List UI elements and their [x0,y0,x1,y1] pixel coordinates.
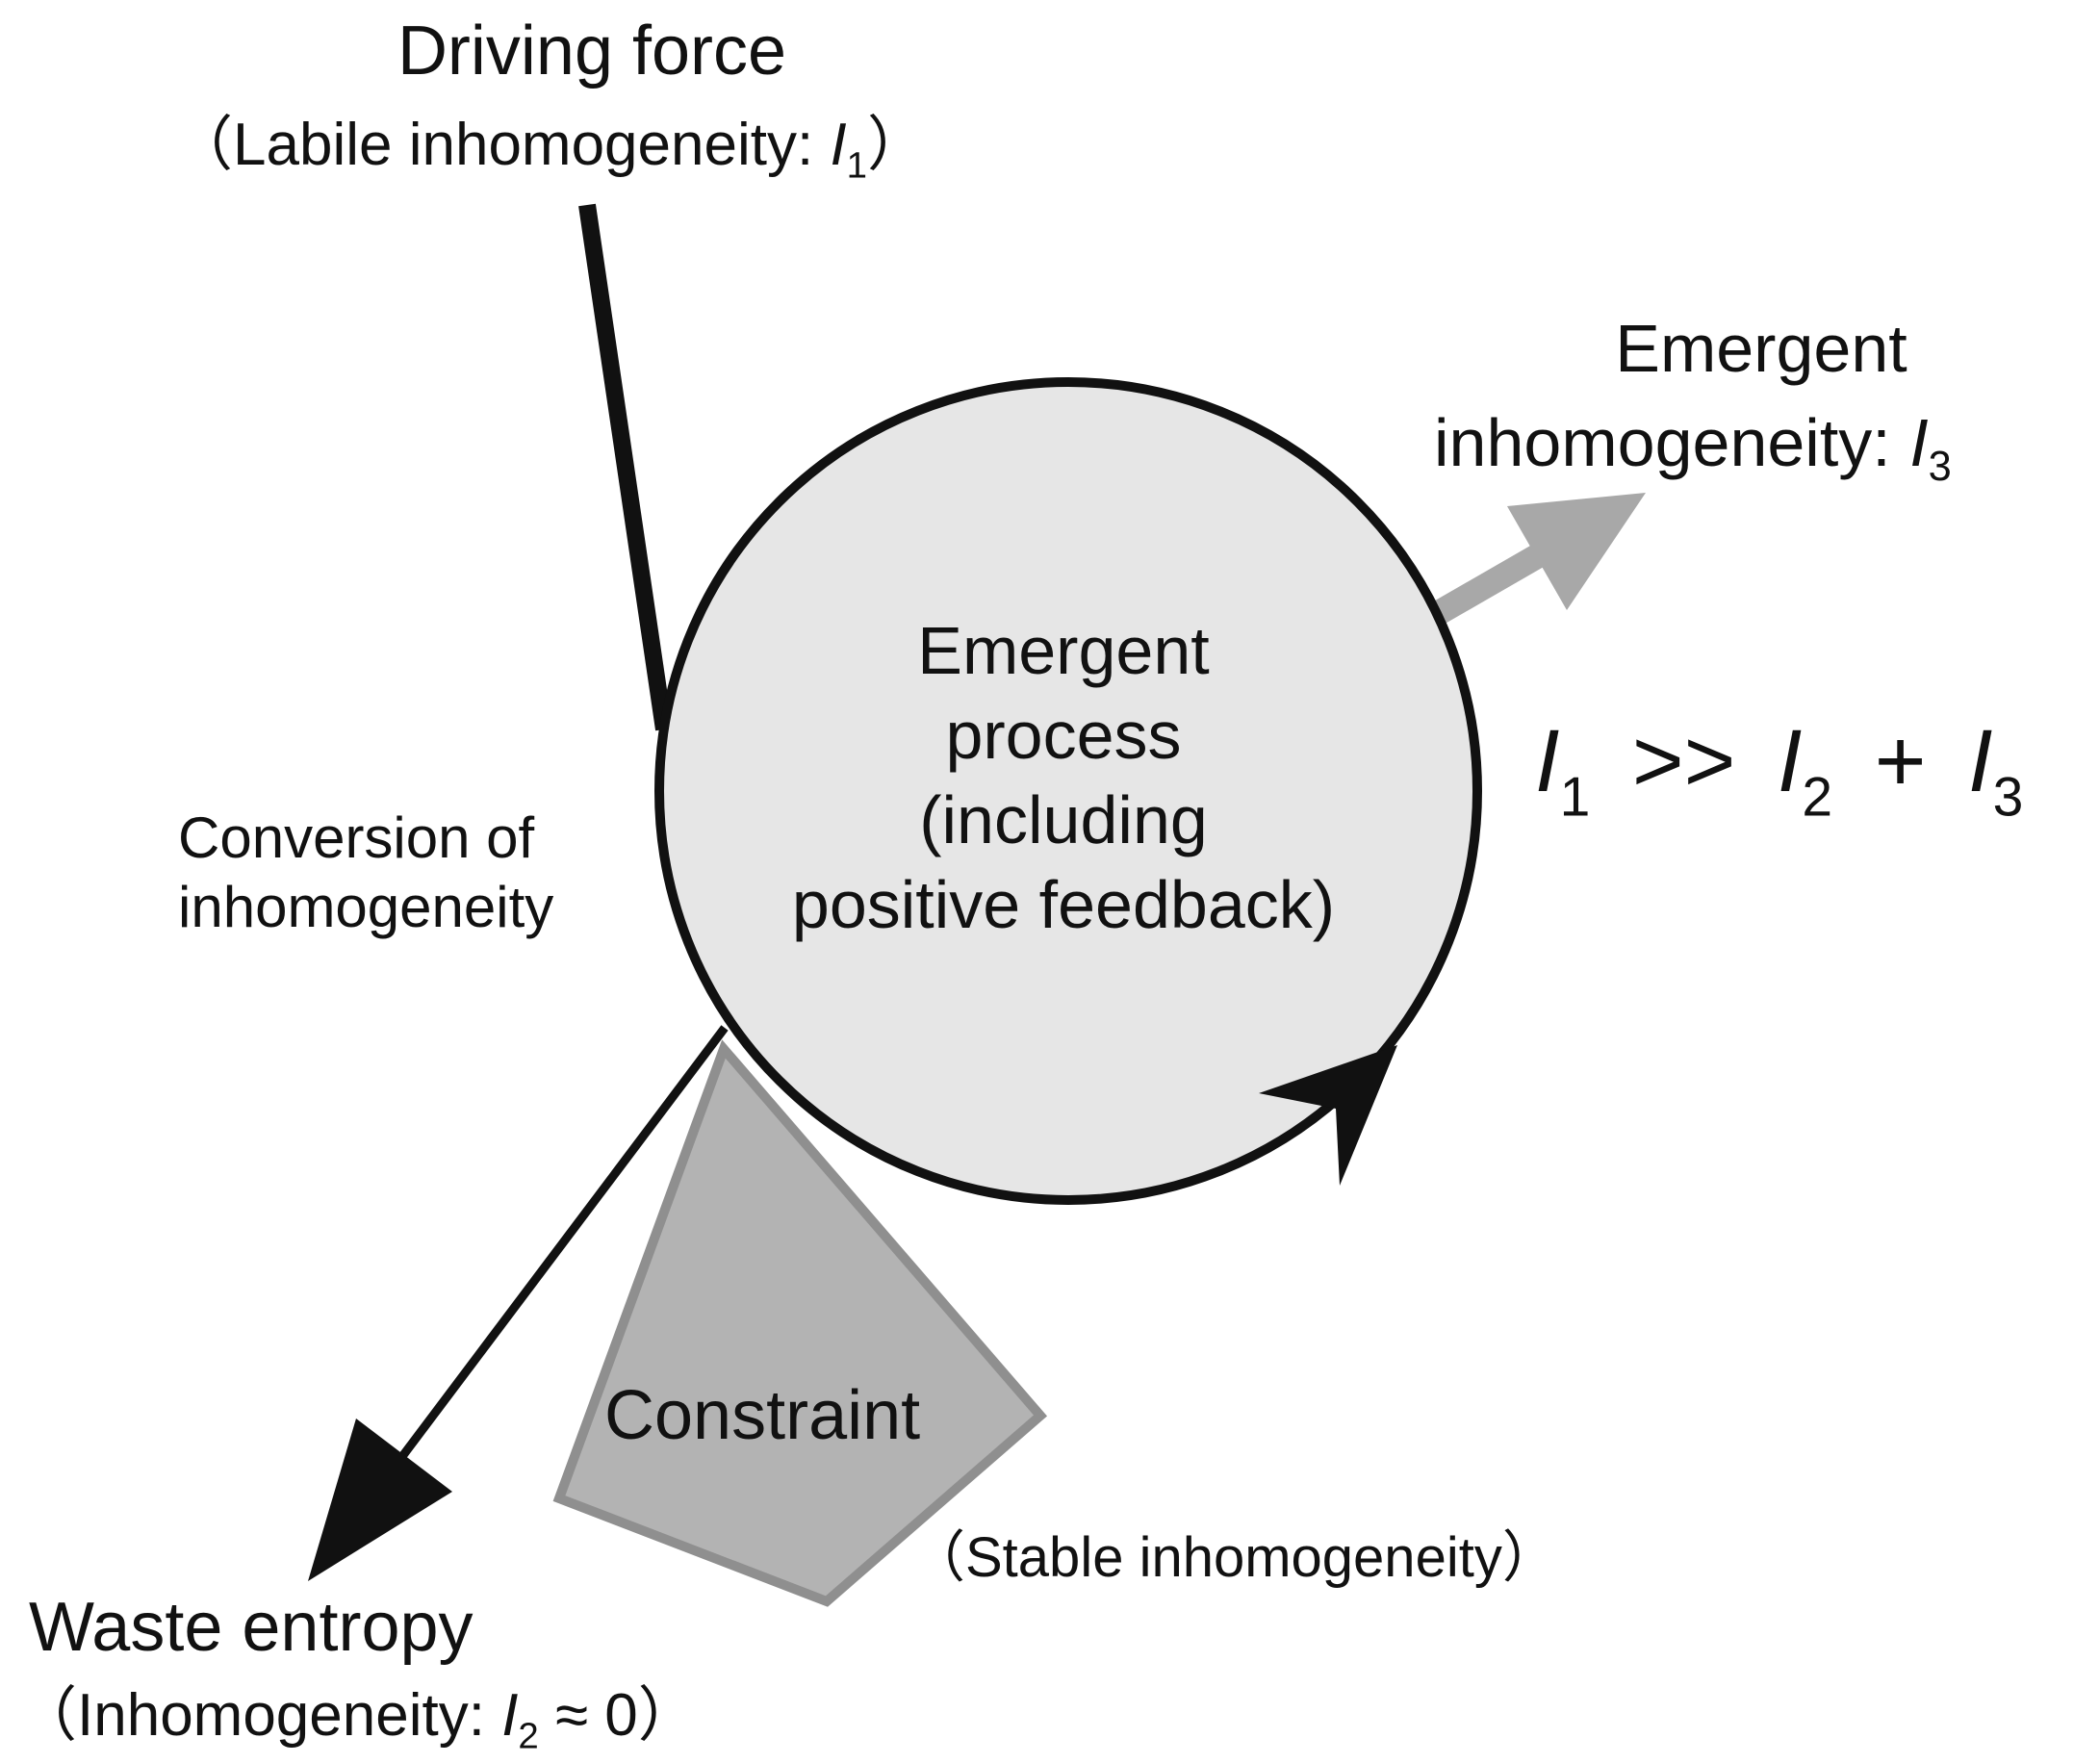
center-line-3: (including [919,782,1208,857]
waste-entropy-arrow [308,1025,729,1581]
driving-force-title: Driving force [397,13,787,89]
feedback-arrowhead [1259,1045,1397,1186]
center-line-4: positive feedback) [791,867,1336,942]
driving-force-subtitle: （Labile inhomogeneity: I1） [173,112,928,187]
emergent-process-text: Emergent process (including positive fee… [703,608,1424,947]
center-line-2: process [945,698,1182,773]
driving-force-line [578,203,673,731]
conversion-label: Conversion of inhomogeneity [178,804,553,942]
emergent-process-circle [654,377,1482,1205]
emergent-inhomogeneity-label: inhomogeneity: I3 [1434,405,1952,491]
inhomogeneity-equation: I1 >> I2 + I3 [1535,712,2024,829]
waste-entropy-subtitle: （Inhomogeneity: I2 ≈ 0） [17,1682,698,1757]
center-line-1: Emergent [917,613,1210,688]
constraint-label: Constraint [604,1377,921,1454]
constraint-shape [552,1039,1048,1607]
stable-inhomogeneity-label: （Stable inhomogeneity） [909,1526,1558,1589]
emergent-inhomogeneity-title: Emergent [1615,311,1907,386]
conversion-line-1: Conversion of [178,805,535,870]
conversion-line-2: inhomogeneity [178,875,554,939]
waste-entropy-title: Waste entropy [29,1589,474,1666]
